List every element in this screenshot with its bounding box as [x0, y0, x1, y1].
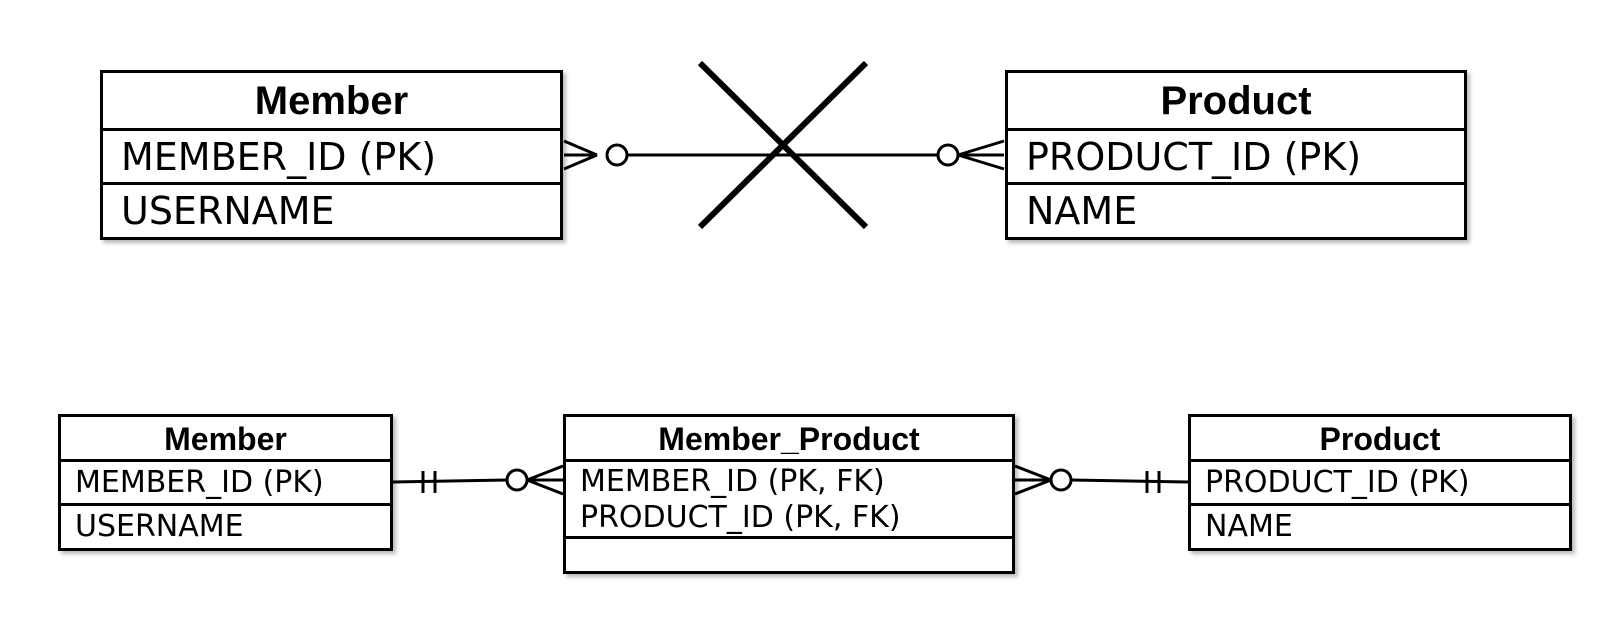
- bottom-member-entity: Member MEMBER_ID (PK) USERNAME: [58, 414, 393, 551]
- entity-title: Member: [61, 417, 390, 462]
- attribute-row: NAME: [1205, 509, 1293, 544]
- member-to-member-product-line: [392, 464, 564, 496]
- top-member-entity: Member MEMBER_ID (PK) USERNAME: [100, 70, 563, 240]
- attribute-row: PRODUCT_ID (PK): [1191, 462, 1569, 506]
- bottom-product-entity: Product PRODUCT_ID (PK) NAME: [1188, 414, 1572, 551]
- attribute-row: MEMBER_ID (PK): [103, 131, 560, 185]
- entity-title: Product: [1008, 73, 1464, 131]
- attribute-group: MEMBER_ID (PK, FK) PRODUCT_ID (PK, FK): [566, 462, 1012, 539]
- entity-title: Member: [103, 73, 560, 131]
- attribute-row: MEMBER_ID (PK, FK): [580, 464, 885, 499]
- entity-title: Product: [1191, 417, 1569, 462]
- attribute-row: MEMBER_ID (PK): [61, 462, 390, 506]
- attribute-row: USERNAME: [121, 189, 335, 233]
- attribute-row: NAME: [1026, 189, 1138, 233]
- attribute-row: USERNAME: [75, 509, 244, 544]
- attribute-row: PRODUCT_ID (PK, FK): [580, 500, 901, 535]
- entity-title: Member_Product: [566, 417, 1012, 462]
- member-product-entity: Member_Product MEMBER_ID (PK, FK) PRODUC…: [563, 414, 1015, 574]
- member-product-to-product-line: [1014, 464, 1189, 496]
- attribute-row: PRODUCT_ID (PK): [1008, 131, 1464, 185]
- cross-out-mark: [697, 60, 869, 230]
- top-product-entity: Product PRODUCT_ID (PK) NAME: [1005, 70, 1467, 240]
